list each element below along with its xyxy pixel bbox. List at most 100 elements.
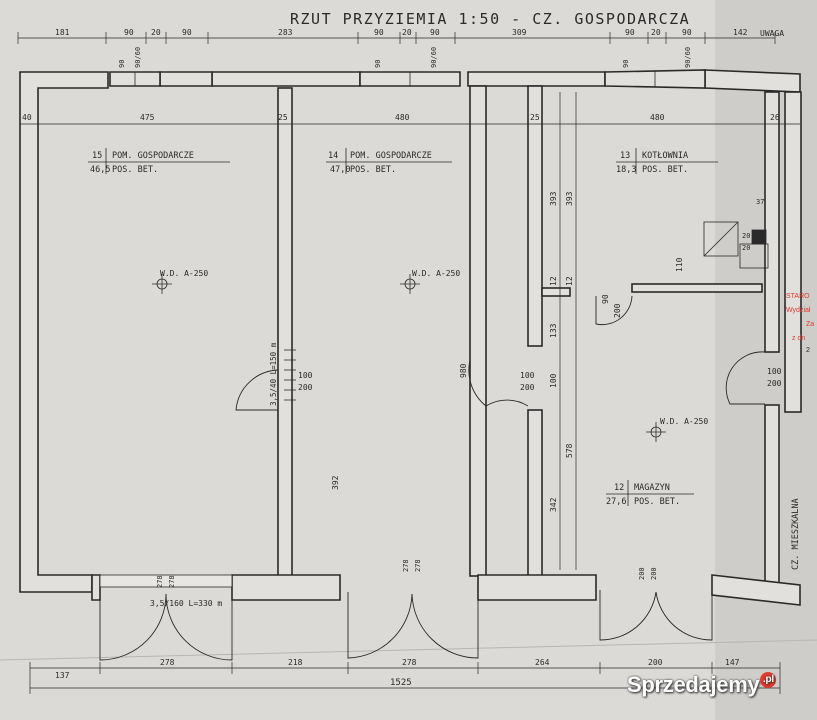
- total-width: 1525: [390, 678, 412, 688]
- window-label-6: 90/60: [684, 47, 692, 68]
- svg-text:15: 15: [92, 151, 102, 161]
- stair-note-bottom: 3,5/160 L=330 m: [150, 599, 222, 608]
- room-13-label: 13 KOTŁOWNIA 18,3 POS. BET.: [616, 148, 718, 175]
- bottom-dim-ticks: [29, 662, 781, 694]
- bottom-door-frames: [91, 574, 801, 606]
- door-dim-278-d: 278: [414, 559, 422, 572]
- inner-dim-1: 40: [22, 113, 32, 122]
- bottom-dim-4: 278: [402, 658, 417, 667]
- top-dim-1: 181: [55, 28, 70, 37]
- door-dim-100-b: 100: [520, 371, 535, 380]
- inner-dim-5: 25: [530, 113, 540, 122]
- top-right-note: UWAGA: [760, 29, 784, 38]
- top-dimension-ticks: [17, 32, 776, 44]
- svg-text:STARO: STARO: [786, 293, 810, 300]
- top-dim-12: 90: [682, 28, 692, 37]
- window-mullions: [134, 71, 656, 87]
- chimney: [703, 221, 769, 269]
- top-dim-11: 20: [651, 28, 661, 37]
- svg-text:393: 393: [549, 191, 558, 206]
- room-14-label: 14 POM. GOSPODARCZE 47,0 POS. BET.: [326, 148, 452, 175]
- window-label-2: 90/60: [134, 47, 142, 68]
- top-dim-7: 20: [402, 28, 412, 37]
- svg-text:12: 12: [614, 483, 624, 493]
- watermark-logo: Sprzedajemy.pl: [627, 672, 777, 698]
- svg-text:47,0: 47,0: [330, 165, 350, 175]
- dim-20b: 20: [742, 244, 750, 252]
- drawing-title: RZUT PRZYZIEMIA 1:50 - CZ. GOSPODARCZA: [290, 10, 690, 28]
- watermark-dot: .pl: [760, 672, 777, 688]
- inner-dim-4: 480: [395, 113, 410, 122]
- doors: [99, 295, 766, 661]
- svg-text:980: 980: [459, 363, 468, 378]
- window-label-5: 90: [622, 60, 630, 68]
- door-dim-200-a: 200: [298, 383, 313, 392]
- bottom-dim-7: 147: [725, 658, 740, 667]
- svg-text:14: 14: [328, 151, 338, 161]
- inner-dim-7: 26: [770, 113, 780, 122]
- top-dim-3: 20: [151, 28, 161, 37]
- svg-text:z dn: z dn: [792, 335, 805, 342]
- door-dim-200-c: 200: [767, 379, 782, 388]
- svg-text:POM. GOSPODARCZE: POM. GOSPODARCZE: [350, 151, 432, 161]
- window-label-1: 90: [118, 60, 126, 68]
- top-dim-4: 90: [182, 28, 192, 37]
- bottom-dim-1: 137: [55, 671, 70, 680]
- stair-hatch: [284, 349, 296, 401]
- top-dim-8: 90: [430, 28, 440, 37]
- door-dim-200-f: 200: [650, 567, 658, 580]
- door-dim-278-c: 278: [402, 559, 410, 572]
- door-dim-200-e: 200: [638, 567, 646, 580]
- svg-text:393: 393: [565, 191, 574, 206]
- svg-text:2: 2: [806, 347, 810, 354]
- svg-text:392: 392: [331, 475, 340, 490]
- top-dim-6: 90: [374, 28, 384, 37]
- watermark-text: Sprzedajemy: [627, 672, 760, 697]
- svg-text:13: 13: [620, 151, 630, 161]
- svg-text:27,6: 27,6: [606, 497, 626, 507]
- ceiling-marker-14: [400, 274, 420, 294]
- ceiling-label-15: W.D. A-250: [160, 269, 208, 278]
- svg-text:133: 133: [549, 323, 558, 338]
- door-dim-278-b: 278: [168, 575, 176, 588]
- ceiling-marker-12: [646, 422, 666, 442]
- top-dim-10: 90: [625, 28, 635, 37]
- ceiling-marker-15: [152, 274, 172, 294]
- svg-text:MAGAZYN: MAGAZYN: [634, 483, 670, 493]
- svg-text:POM. GOSPODARCZE: POM. GOSPODARCZE: [112, 151, 194, 161]
- door-dim-278-a: 278: [156, 575, 164, 588]
- window-label-4: 90/60: [430, 47, 438, 68]
- side-label: CZ. MIESZKALNA: [791, 498, 801, 570]
- svg-text:Za: Za: [806, 321, 814, 328]
- top-dim-13: 142: [733, 28, 748, 37]
- svg-text:46,5: 46,5: [90, 165, 110, 175]
- window-labels: 90 90/60 90 90/60 90 90/60: [118, 47, 692, 68]
- dim-110: 110: [675, 257, 684, 272]
- top-dim-2: 90: [124, 28, 134, 37]
- room-15-label: 15 POM. GOSPODARCZE 46,5 POS. BET.: [88, 148, 230, 175]
- svg-text:12: 12: [549, 276, 558, 286]
- dim-37: 37: [756, 198, 764, 206]
- top-dim-5: 283: [278, 28, 293, 37]
- stair-note: 3,5/40 L=150 m: [269, 342, 278, 406]
- vertical-dims: 393 393 12 12 133 100 578 342 392 980: [331, 191, 574, 512]
- room-12-label: 12 MAGAZYN 27,6 POS. BET.: [606, 480, 694, 507]
- stamp-text: STARO Wydział Za z dn 2: [786, 293, 814, 354]
- door-dim-90: 90: [601, 294, 610, 304]
- svg-text:12: 12: [565, 276, 574, 286]
- svg-text:Wydział: Wydział: [786, 307, 811, 314]
- svg-text:POS. BET.: POS. BET.: [350, 165, 396, 175]
- door-dim-100-a: 100: [298, 371, 313, 380]
- bottom-dim-2: 278: [160, 658, 175, 667]
- bottom-dim-6: 200: [648, 658, 663, 667]
- svg-text:342: 342: [549, 497, 558, 512]
- door-dim-200-d: 200: [613, 303, 622, 318]
- svg-text:578: 578: [565, 443, 574, 458]
- svg-text:100: 100: [549, 373, 558, 388]
- svg-text:18,3: 18,3: [616, 165, 636, 175]
- dim-20a: 20: [742, 232, 750, 240]
- door-dim-200-b: 200: [520, 383, 535, 392]
- svg-text:POS. BET.: POS. BET.: [642, 165, 688, 175]
- inner-dim-2: 475: [140, 113, 155, 122]
